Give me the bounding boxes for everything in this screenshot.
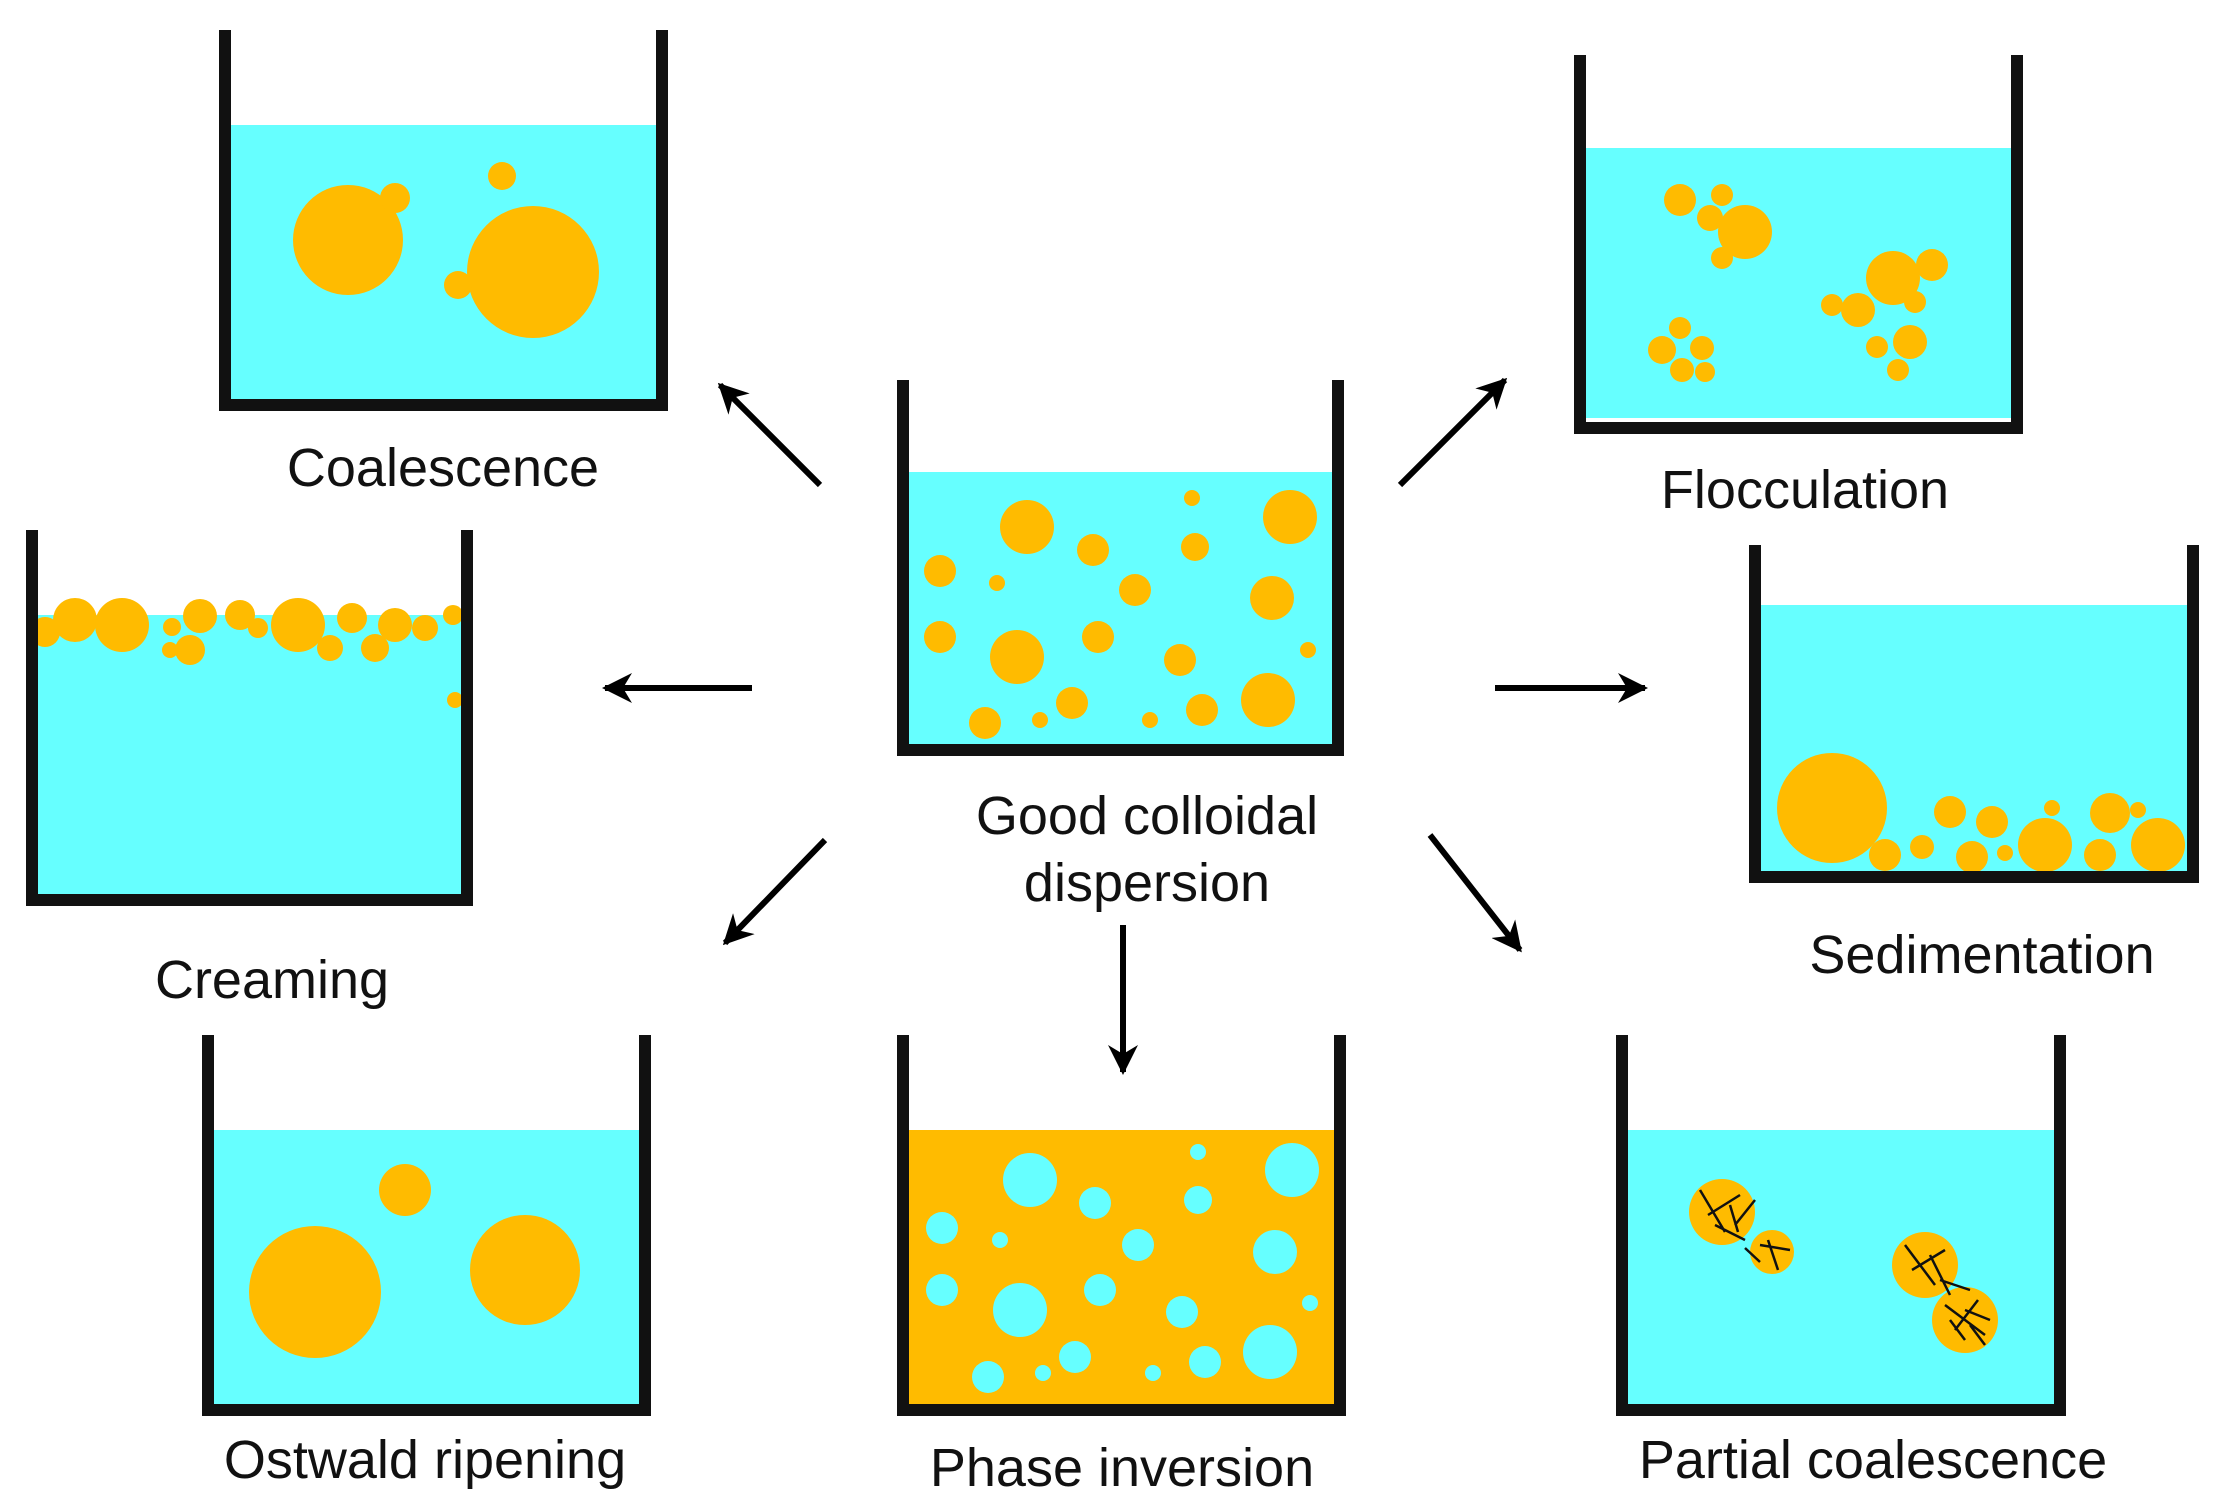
- beaker-coalescence: [219, 30, 668, 411]
- fat-crystal-network: [1698, 1189, 1991, 1346]
- arrow-to-ostwald-ripening: [722, 837, 828, 946]
- beaker-wall: [1749, 545, 2199, 883]
- beaker-wall: [1574, 55, 2023, 434]
- label-sedimentation: Sedimentation: [1809, 925, 2155, 985]
- label-center-line1: Good colloidal: [975, 786, 1319, 846]
- droplets-oil: [1648, 184, 1948, 382]
- beaker-creaming: [26, 530, 473, 906]
- droplets-oil: [293, 162, 599, 338]
- label-creaming: Creaming: [154, 950, 390, 1010]
- beaker-partial-coalescence: [1616, 1035, 2066, 1416]
- label-phase-inversion: Phase inversion: [929, 1438, 1315, 1498]
- arrows: [602, 377, 1648, 1075]
- droplets-oil: [249, 1164, 580, 1358]
- arrow-to-flocculation: [1397, 377, 1508, 488]
- droplets-water: [926, 1143, 1319, 1393]
- arrow-to-partial-coalescence: [1427, 833, 1523, 953]
- label-coalescence: Coalescence: [286, 438, 600, 498]
- beaker-wall: [219, 30, 668, 411]
- beaker-wall: [897, 380, 1344, 756]
- beaker-phase-inversion: [897, 1035, 1346, 1416]
- continuous-phase-water: [1622, 1130, 2060, 1410]
- continuous-phase-water: [1580, 148, 2017, 418]
- label-center-line2: dispersion: [1023, 853, 1271, 913]
- continuous-phase-water: [32, 615, 467, 900]
- beaker-wall: [26, 530, 473, 906]
- beaker-wall: [202, 1035, 651, 1416]
- label-ostwald-ripening: Ostwald ripening: [223, 1430, 627, 1490]
- label-flocculation: Flocculation: [1660, 460, 1950, 520]
- droplets-oil: [30, 598, 463, 708]
- beaker-good-dispersion: [897, 380, 1344, 756]
- beaker-sedimentation: [1749, 545, 2199, 883]
- droplets-oil: [1777, 753, 2185, 873]
- beaker-flocculation: [1574, 55, 2023, 434]
- droplets-oil: [924, 490, 1317, 739]
- beaker-wall: [897, 1035, 1346, 1416]
- beaker-ostwald-ripening: [202, 1035, 651, 1416]
- arrow-to-coalescence: [717, 382, 823, 488]
- beaker-wall: [1616, 1035, 2066, 1416]
- label-partial-coalescence: Partial coalescence: [1638, 1430, 2108, 1490]
